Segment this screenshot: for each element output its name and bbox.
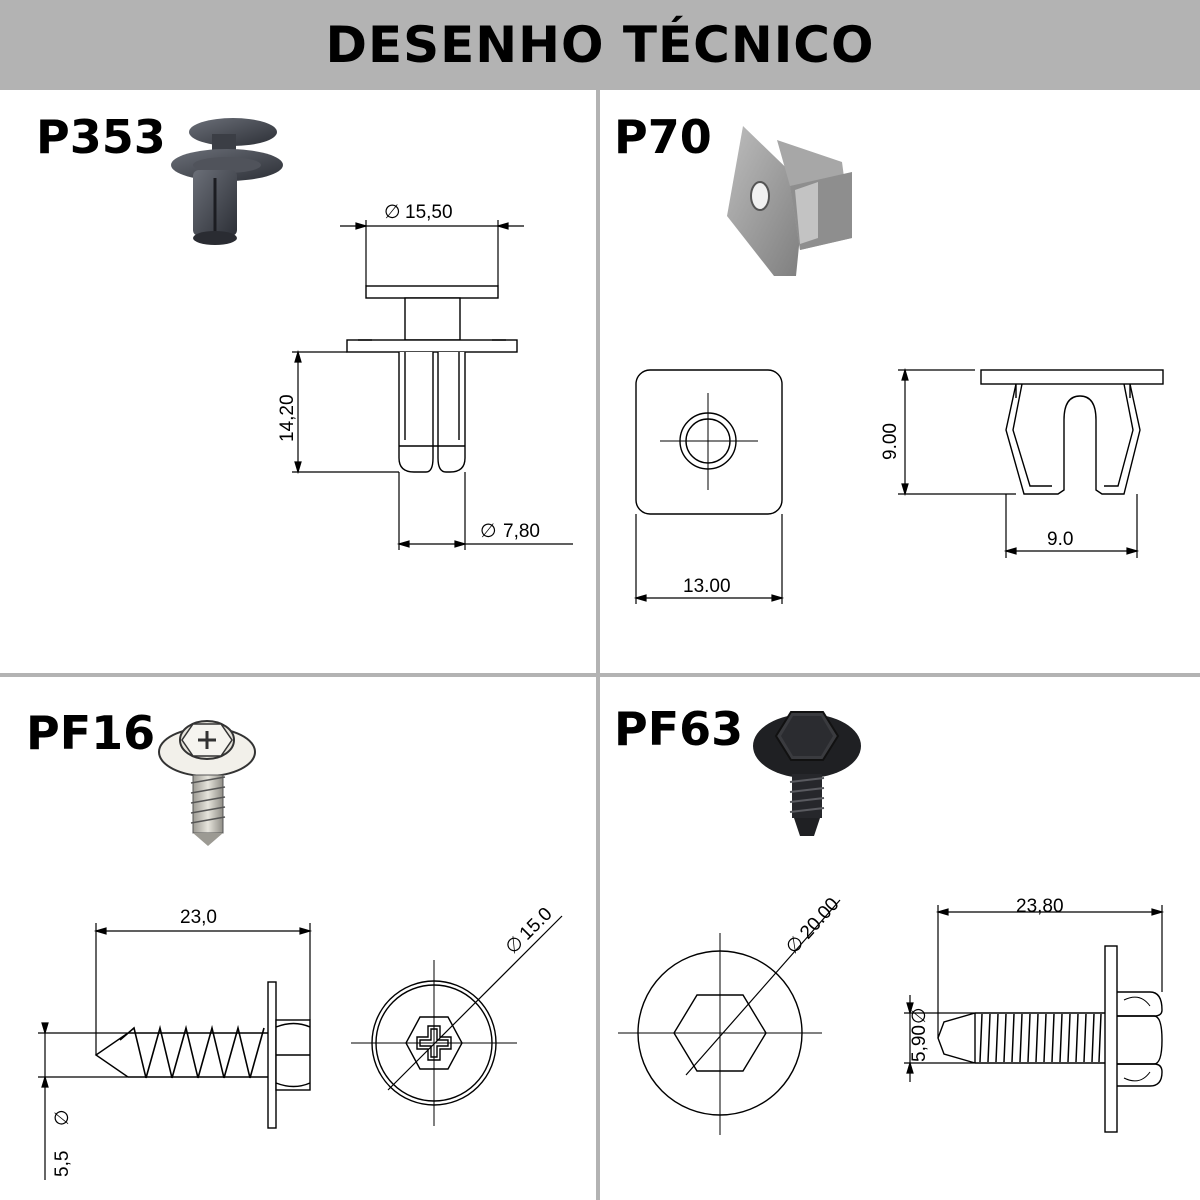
vertical-divider xyxy=(596,90,600,1200)
part-code-p70: P70 xyxy=(614,110,712,164)
pf63-dimensions xyxy=(904,905,1165,1082)
p70-dim-inner-width: 9.0 xyxy=(1047,529,1073,550)
part-code-pf16: PF16 xyxy=(26,706,156,760)
pf63-3d-render xyxy=(753,711,861,836)
p70-dim-height: 9.00 xyxy=(880,423,901,460)
p70-dimensions xyxy=(633,367,1140,604)
pf63-side-view xyxy=(937,945,1163,1133)
part-code-pf63: PF63 xyxy=(614,702,744,756)
pf16-dimensions xyxy=(38,923,313,1180)
page-header: DESENHO TÉCNICO xyxy=(0,0,1200,90)
pf16-diameter-symbol-thread: ∅ xyxy=(52,1109,73,1126)
pf63-diameter-symbol-thread: ∅ xyxy=(909,1007,930,1024)
p353-side-view xyxy=(346,285,518,473)
p353-3d-render xyxy=(171,118,283,245)
pf63-dim-washer-diameter: 20.00 xyxy=(796,894,843,943)
p353-dimensions xyxy=(292,220,573,550)
p353-diameter-symbol-top: ∅ xyxy=(384,202,401,223)
p70-dim-plate-width: 13.00 xyxy=(683,576,731,597)
p70-top-view xyxy=(635,369,783,515)
pf16-3d-render xyxy=(158,720,256,846)
horizontal-divider xyxy=(0,673,1200,677)
part-code-p353: P353 xyxy=(36,110,166,164)
pf63-dim-length: 23,80 xyxy=(1016,896,1064,917)
page-title: DESENHO TÉCNICO xyxy=(325,16,875,74)
pf63-front-view xyxy=(618,899,841,1135)
pf16-side-view xyxy=(94,981,311,1129)
pf16-dim-thread-diameter: 5,5 xyxy=(52,1151,73,1177)
p353-dim-shaft-diameter: 7,80 xyxy=(503,521,540,542)
p70-side-view xyxy=(980,369,1164,495)
pf16-front-view xyxy=(351,915,563,1126)
pf63-dim-thread-diameter: 5,90 xyxy=(909,1025,930,1062)
pf16-dim-length: 23,0 xyxy=(180,907,217,928)
p70-3d-render xyxy=(727,126,852,276)
p353-diameter-symbol-shaft: ∅ xyxy=(480,521,497,542)
p353-dim-length: 14,20 xyxy=(277,394,298,442)
p353-dim-head-diameter: 15,50 xyxy=(405,202,453,223)
pf16-dim-washer-diameter: 15.0 xyxy=(516,904,557,945)
